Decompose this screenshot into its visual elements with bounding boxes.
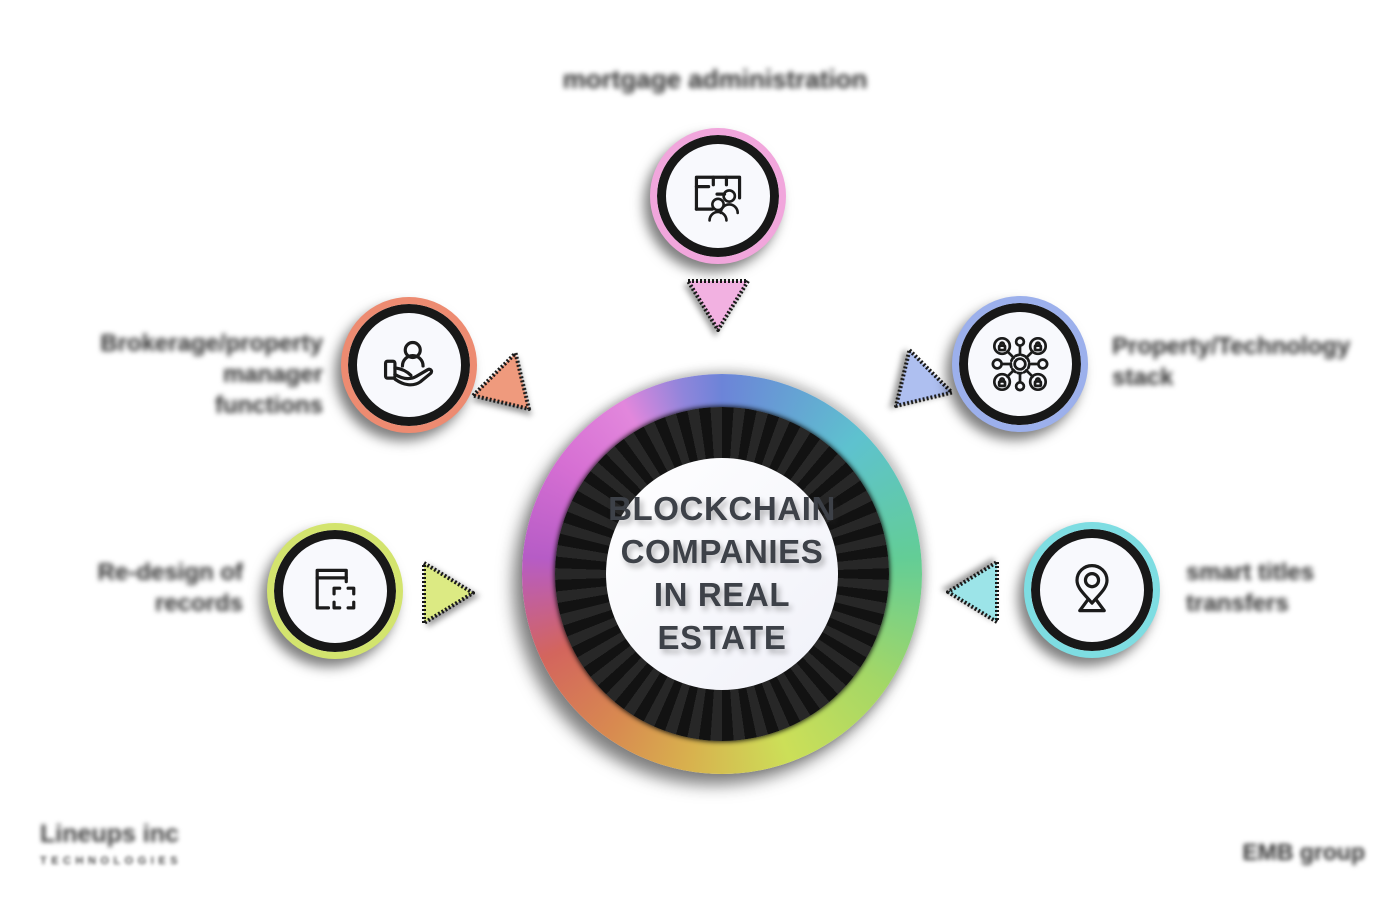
node-label-lower-right: smart titles transfers bbox=[1186, 557, 1400, 619]
label-line: smart titles bbox=[1186, 559, 1315, 586]
node-circle-lower-left bbox=[267, 523, 403, 659]
center-gradient-ring: BLOCKCHAIN COMPANIES IN REAL ESTATE bbox=[522, 374, 922, 774]
secure-network-icon bbox=[991, 336, 1049, 392]
label-line: Re-design of bbox=[97, 559, 243, 586]
arrow-lower-right bbox=[946, 560, 999, 624]
footer-logo-name: Lineups inc bbox=[40, 820, 179, 848]
node-label-top: mortgage administration bbox=[490, 64, 940, 95]
node-circle-lower-right bbox=[1024, 522, 1160, 658]
center-badge: BLOCKCHAIN COMPANIES IN REAL ESTATE bbox=[606, 458, 838, 690]
arrow-top bbox=[686, 279, 750, 332]
label-line: transfers bbox=[1186, 590, 1289, 617]
hand-person-icon bbox=[383, 340, 434, 387]
node-label-upper-left: Brokerage/property manager functions bbox=[35, 328, 323, 421]
node-label-upper-right: Property/Technology stack bbox=[1112, 331, 1400, 393]
footer-logo: Lineups inc TECHNOLOGIES bbox=[40, 820, 182, 867]
label-line: stack bbox=[1112, 364, 1174, 391]
label-line: functions bbox=[215, 392, 323, 419]
page-title: BLOCKCHAIN COMPANIES IN REAL ESTATE bbox=[608, 488, 836, 660]
arrow-upper-left bbox=[471, 351, 531, 411]
node-circle-upper-left bbox=[341, 297, 477, 433]
label-line: mortgage administration bbox=[562, 64, 868, 94]
title-line: BLOCKCHAIN bbox=[608, 490, 836, 528]
arrow-lower-left bbox=[422, 561, 475, 625]
title-line: ESTATE bbox=[657, 618, 787, 656]
node-circle-upper-right bbox=[952, 296, 1088, 432]
node-label-lower-left: Re-design of records bbox=[35, 557, 243, 619]
footer-logo-tagline: TECHNOLOGIES bbox=[40, 855, 183, 867]
node-circle-top bbox=[650, 128, 786, 264]
arrow-upper-right bbox=[894, 348, 954, 408]
window-scan-icon bbox=[315, 568, 356, 610]
label-line: Property/Technology bbox=[1112, 333, 1351, 360]
title-line: IN REAL bbox=[653, 576, 791, 613]
label-line: records bbox=[154, 590, 243, 617]
floor-plan-people-icon bbox=[694, 175, 742, 222]
footer-brand-right: EMB group bbox=[1242, 839, 1365, 865]
map-pin-icon bbox=[1075, 564, 1109, 613]
title-line: COMPANIES bbox=[620, 533, 824, 571]
center-dark-ring: BLOCKCHAIN COMPANIES IN REAL ESTATE bbox=[555, 407, 889, 741]
label-line: Brokerage/property manager bbox=[100, 330, 323, 388]
